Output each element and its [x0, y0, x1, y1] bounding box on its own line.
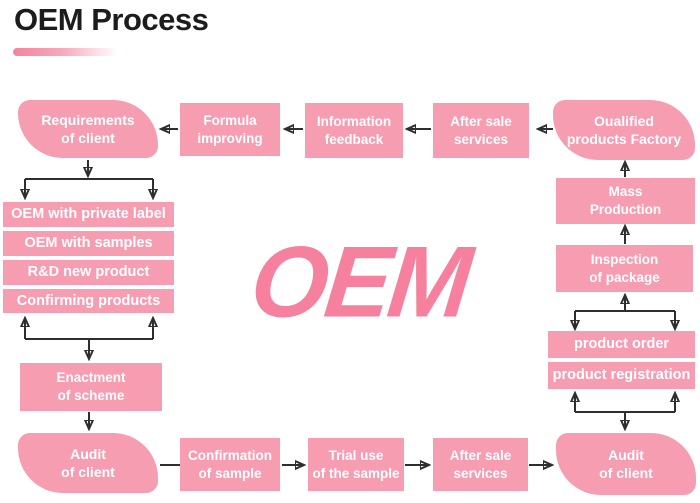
node-audit-of-client-right: Audit of client [556, 433, 696, 495]
bracket-left-bottom [25, 319, 153, 358]
bracket-right-bottom [575, 394, 675, 428]
list-item-product-order: product order [548, 331, 695, 358]
node-after-sale-services-top: After sale services [433, 103, 529, 158]
title-underline-decoration [13, 48, 123, 56]
list-item-confirming-products: Confirming products [3, 289, 174, 313]
list-item-product-registration: product registration [548, 362, 695, 389]
node-trial-use-of-sample: Trial use of the sample [308, 438, 404, 491]
node-qualified-products-factory: Oualified products Factory [553, 100, 695, 160]
node-inspection-of-package: Inspection of package [556, 245, 693, 292]
node-after-sale-services-bottom: After sale services [433, 438, 528, 491]
list-item-rd-new-product: R&D new product [3, 260, 174, 285]
node-enactment-of-scheme: Enactment of scheme [20, 363, 162, 411]
oem-watermark-logo: OEM [245, 224, 475, 339]
list-item-oem-with-samples: OEM with samples [3, 231, 174, 256]
node-audit-of-client-left: Audit of client [18, 433, 158, 493]
node-confirmation-of-sample: Confirmation of sample [180, 438, 280, 491]
bracket-left-top [25, 178, 153, 197]
page-title: OEM Process [14, 2, 209, 37]
list-item-oem-with-private-label: OEM with private label [3, 202, 174, 227]
bracket-right-top [575, 296, 675, 328]
node-formula-improving: Formula improving [180, 103, 280, 156]
node-mass-production: Mass Production [556, 178, 695, 224]
node-information-feedback: Information feedback [305, 103, 403, 158]
node-requirements-of-client: Requirements of client [18, 100, 158, 158]
